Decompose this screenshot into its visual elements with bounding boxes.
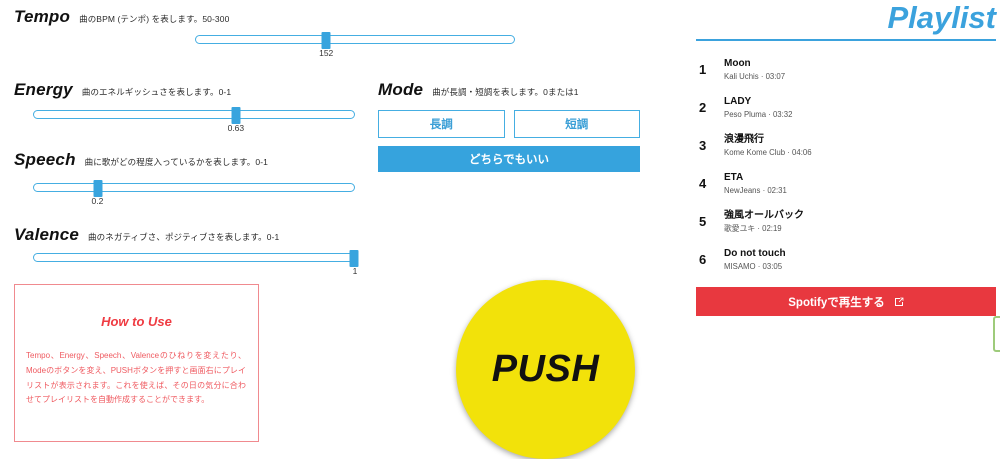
valence-description: 曲のネガティブさ、ポジティブさを表します。0-1	[88, 232, 280, 242]
track-artist-duration: 歌愛ユキ · 02:19	[724, 223, 782, 233]
track-title: Moon	[724, 57, 751, 69]
valence-slider-thumb[interactable]	[349, 250, 359, 267]
track-meta: LADY Peso Pluma · 03:32	[724, 95, 792, 121]
tempo-slider-value: 152	[319, 48, 334, 58]
track-title: ETA	[724, 171, 744, 183]
energy-slider-thumb[interactable]	[231, 107, 241, 124]
push-button[interactable]: PUSH	[456, 280, 635, 459]
edge-panel-partial	[993, 316, 1000, 352]
track-title: 浪漫飛行	[724, 133, 764, 145]
speech-slider-thumb[interactable]	[93, 180, 103, 197]
tempo-slider-thumb[interactable]	[321, 32, 331, 49]
tempo-slider[interactable]: 152	[195, 32, 515, 58]
track-artist-duration: MISAMO · 03:05	[724, 261, 783, 271]
energy-title: Energy	[14, 80, 73, 99]
tempo-description: 曲のBPM (テンポ) を表します。50-300	[79, 14, 230, 24]
track-number: 1	[699, 62, 707, 78]
track-number: 6	[699, 252, 707, 268]
how-to-use-title: How to Use	[101, 314, 172, 329]
mode-any-button[interactable]: どちらでもいい	[378, 146, 640, 172]
valence-slider[interactable]: 1	[33, 250, 359, 276]
controls-panel: Tempo 曲のBPM (テンポ) を表します。50-300 152 Energ…	[14, 7, 640, 459]
track-artist-duration: NewJeans · 02:31	[724, 185, 787, 195]
track-artist-duration: Peso Pluma · 03:32	[724, 109, 793, 119]
track-title: 強風オールバック	[724, 209, 804, 221]
mode-description: 曲が長調・短調を表します。0または1	[432, 87, 579, 97]
mode-title: Mode	[378, 80, 424, 99]
energy-slider[interactable]: 0.63	[33, 107, 355, 133]
track-row[interactable]: 2 LADY Peso Pluma · 03:32	[696, 89, 1000, 127]
track-number: 2	[699, 100, 707, 116]
valence-slider-track[interactable]	[33, 250, 359, 267]
track-row[interactable]: 3 浪漫飛行 Kome Kome Club · 04:06	[696, 127, 1000, 165]
how-to-use-panel: How to Use Tempo、Energy、Speech、Valenceのひ…	[14, 284, 259, 442]
track-title: Do not touch	[724, 247, 786, 259]
track-number: 5	[699, 214, 707, 230]
track-meta: 浪漫飛行 Kome Kome Club · 04:06	[724, 133, 812, 159]
external-link-icon	[894, 297, 904, 307]
mode-major-button[interactable]: 長調	[378, 110, 505, 138]
track-meta: 強風オールバック歌愛ユキ · 02:19	[724, 209, 804, 235]
speech-title: Speech	[14, 150, 76, 169]
spotify-play-label: Spotifyで再生する	[788, 296, 885, 309]
how-to-use-body: Tempo、Energy、Speech、Valenceのひねりを変えたり、Mod…	[26, 351, 246, 405]
tempo-header: Tempo 曲のBPM (テンポ) を表します。50-300	[14, 7, 229, 27]
valence-title: Valence	[14, 225, 80, 244]
track-artist-duration: Kome Kome Club · 04:06	[724, 147, 812, 157]
speech-slider-value: 0.2	[91, 196, 104, 206]
mode-button-row: 長調 短調	[378, 110, 640, 138]
track-meta: ETA NewJeans · 02:31	[724, 171, 787, 197]
speech-header: Speech 曲に歌がどの程度入っているかを表します。0-1	[14, 150, 268, 170]
spotify-play-button[interactable]: Spotifyで再生する	[696, 287, 996, 316]
track-number: 3	[699, 138, 707, 154]
speech-slider[interactable]: 0.2	[33, 180, 355, 206]
mode-minor-button[interactable]: 短調	[513, 110, 640, 138]
speech-slider-track[interactable]	[33, 180, 355, 197]
energy-description: 曲のエネルギッシュさを表します。0-1	[81, 87, 232, 97]
valence-header: Valence 曲のネガティブさ、ポジティブさを表します。0-1	[14, 225, 279, 245]
track-row[interactable]: 5 強風オールバック歌愛ユキ · 02:19	[696, 203, 1000, 241]
track-title: LADY	[724, 95, 752, 107]
track-number: 4	[699, 176, 707, 192]
track-artist-duration: Kali Uchis · 03:07	[724, 71, 786, 81]
energy-header: Energy 曲のエネルギッシュさを表します。0-1	[14, 80, 231, 100]
playlist-divider	[696, 38, 996, 41]
mode-header: Mode 曲が長調・短調を表します。0または1	[378, 80, 579, 100]
energy-slider-value: 0.63	[227, 123, 245, 133]
valence-slider-value: 1	[352, 266, 358, 276]
energy-slider-track[interactable]	[33, 107, 355, 124]
tempo-slider-track[interactable]	[195, 32, 515, 49]
track-row[interactable]: 4 ETA NewJeans · 02:31	[696, 165, 1000, 203]
push-button-label: PUSH	[491, 348, 600, 390]
speech-description: 曲に歌がどの程度入っているかを表します。0-1	[84, 157, 268, 167]
tempo-title: Tempo	[14, 7, 71, 26]
playlist-title: Playlist	[887, 0, 996, 35]
